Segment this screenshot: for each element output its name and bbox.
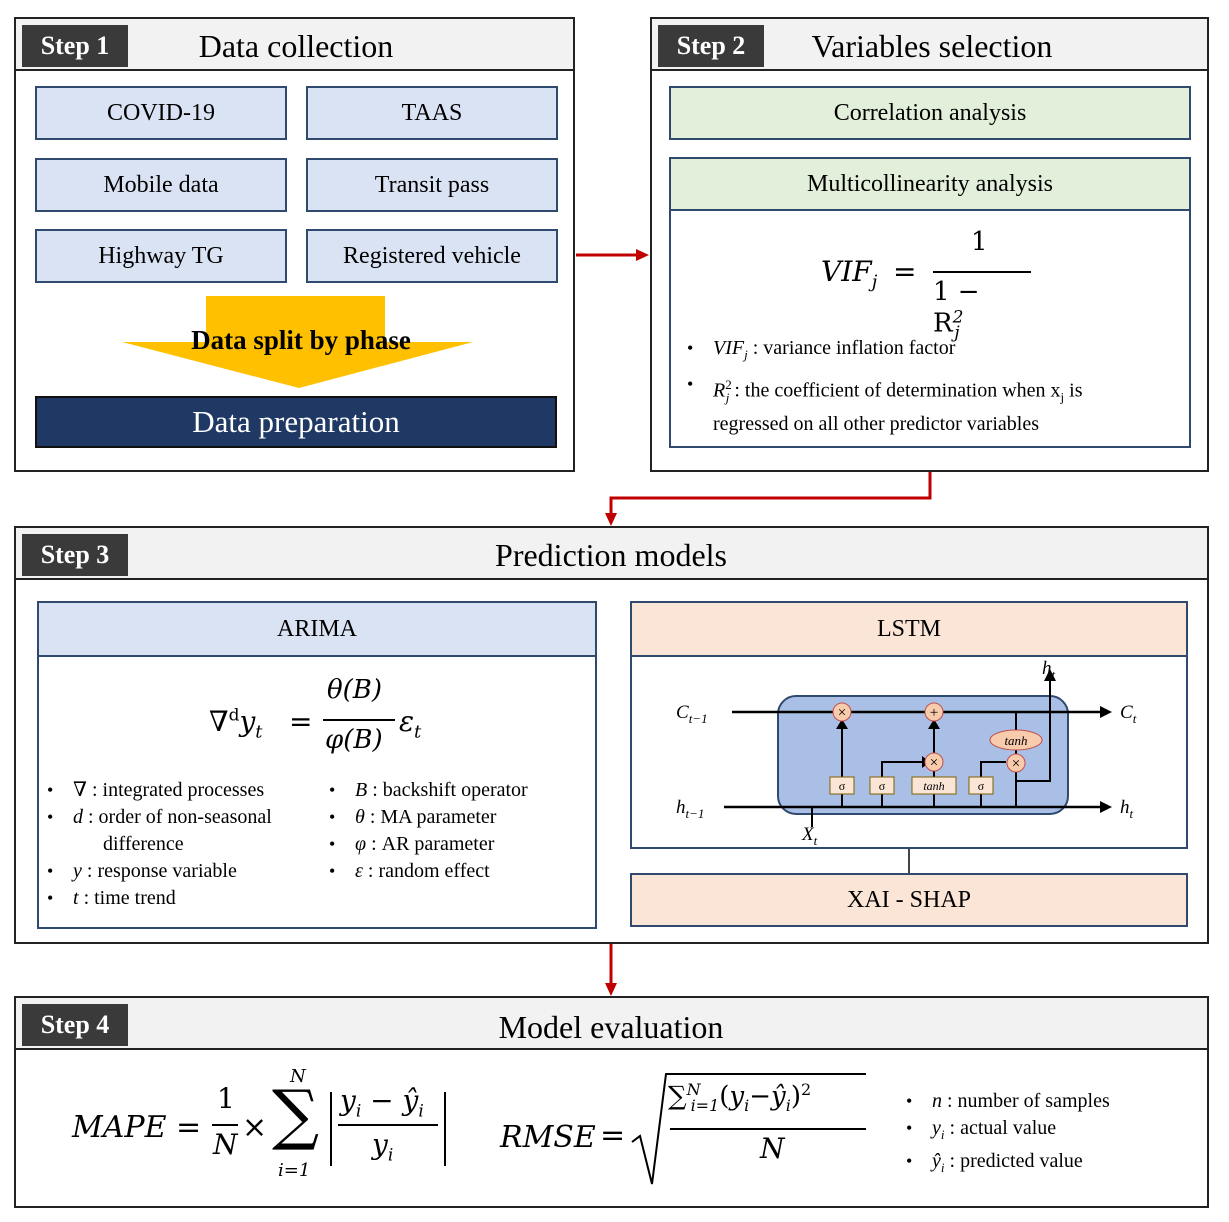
multicollinearity-box: Multicollinearity analysis VIFj = 1 1 − … xyxy=(669,157,1191,448)
c-prev-label: Ct−1 xyxy=(676,702,708,726)
xai-shap-box: XAI - SHAP xyxy=(630,873,1188,927)
step3-badge: Step 3 xyxy=(22,534,128,576)
lstm-to-xai-connector xyxy=(908,849,910,873)
op-symbol: × xyxy=(838,705,846,721)
h-next-label: ht xyxy=(1120,797,1134,821)
source-covid19: COVID-19 xyxy=(35,86,287,140)
candidate-gate xyxy=(911,776,957,795)
eval-bullet: n : number of samples xyxy=(906,1088,1196,1115)
rmse-formula: RMSE = ∑Ni=1(yi−ŷi)2 N xyxy=(500,1066,880,1196)
forget-multiply-op xyxy=(832,702,852,722)
arima-bullet-line2: difference xyxy=(103,833,184,855)
op-symbol: × xyxy=(1012,756,1020,772)
gate-label: tanh xyxy=(923,779,944,793)
multicollinearity-label: Multicollinearity analysis xyxy=(671,159,1189,211)
gate-label: σ xyxy=(839,779,846,793)
evaluation-bullets: n : number of samples yi : actual value … xyxy=(906,1088,1196,1181)
arima-bullet: y : response variable xyxy=(47,858,327,885)
arrow-step3-step4-head xyxy=(605,983,617,996)
step4-header xyxy=(16,998,1207,1050)
gate-label: σ xyxy=(978,779,985,793)
step1-badge: Step 1 xyxy=(22,25,128,67)
tanh-op xyxy=(989,729,1043,751)
vif-bullets: VIFj : variance inflation factor R2j : t… xyxy=(687,335,1177,438)
x-input-label: Xt xyxy=(801,824,818,847)
eval-bullet: ŷi : predicted value xyxy=(906,1148,1196,1181)
input-multiply-op xyxy=(924,752,944,772)
source-highway-tg: Highway TG xyxy=(35,229,287,283)
arima-bullet: φ : AR parameter xyxy=(329,831,589,858)
step2-panel: Step 2 Variables selection Correlation a… xyxy=(650,17,1209,472)
correlation-analysis-box: Correlation analysis xyxy=(669,86,1191,140)
step3-title: Prediction models xyxy=(495,536,727,573)
op-symbol: × xyxy=(930,755,938,771)
output-gate xyxy=(968,776,994,795)
forget-gate xyxy=(829,776,855,795)
arima-bullet: B : backshift operator xyxy=(329,777,589,804)
arrow-step1-step2-head xyxy=(636,249,649,261)
step4-panel: Step 4 Model evaluation MAPE = 1 N × N ∑… xyxy=(14,996,1209,1208)
vif-bullet: VIFj : variance inflation factor xyxy=(687,335,1177,368)
arima-bullets-left: ∇ : integrated processes d : order of no… xyxy=(47,777,327,912)
step1-title: Data collection xyxy=(198,27,394,64)
op-symbol: + xyxy=(930,705,938,721)
split-label: Data split by phase xyxy=(191,325,411,355)
cell-add-op xyxy=(924,702,944,722)
arima-bullet: ∇ : integrated processes xyxy=(47,777,327,804)
tanh-op-label: tanh xyxy=(1004,733,1027,748)
step3-header xyxy=(16,528,1207,580)
hidden-state-arrow-icon xyxy=(1100,801,1112,813)
gate-label: σ xyxy=(879,779,886,793)
vif-formula: VIFj = 1 1 − R2j xyxy=(821,227,1051,343)
input-gate xyxy=(869,776,895,795)
eval-bullet: yi : actual value xyxy=(906,1115,1196,1148)
arima-bullets-right: B : backshift operator θ : MA parameter … xyxy=(329,777,589,885)
c-next-label: Ct xyxy=(1120,702,1137,726)
sqrt-sign-icon xyxy=(631,1073,866,1185)
arima-formula: ∇dyt = θ(B) φ(B) εt xyxy=(209,675,422,755)
arima-box: ARIMA ∇dyt = θ(B) φ(B) εt ∇ : integrated… xyxy=(37,601,597,929)
h-top-label: ht xyxy=(1042,658,1056,682)
mape-formula: MAPE = 1 N × N ∑ i=1 yi − ŷi yi xyxy=(72,1066,462,1196)
output-up-arrow-icon xyxy=(1044,669,1056,681)
output-multiply-op xyxy=(1006,753,1026,773)
r2-bullet: R2j : the coefficient of determination w… xyxy=(687,371,1177,411)
data-preparation-box: Data preparation xyxy=(35,396,557,448)
arima-bullet: θ : MA parameter xyxy=(329,804,589,831)
source-transit-pass: Transit pass xyxy=(306,158,558,212)
arima-bullet: ε : random effect xyxy=(329,858,589,885)
arima-bullet: t : time trend xyxy=(47,885,327,912)
cell-state-arrow-icon xyxy=(1100,706,1112,718)
step2-title: Variables selection xyxy=(811,27,1053,64)
lstm-cell-diagram: × + × × tanh σ σ tanh σ Ct−1 Ct ht−1 ht … xyxy=(676,658,1137,847)
r2-bullet-line2: regressed on all other predictor variabl… xyxy=(713,412,1039,435)
arrow-step2-step3 xyxy=(609,472,932,515)
arima-bullet: d : order of non-seasonal xyxy=(47,804,327,831)
lstm-cell xyxy=(777,695,1069,815)
source-registered-vehicle: Registered vehicle xyxy=(306,229,558,283)
lstm-label: LSTM xyxy=(632,603,1186,657)
split-arrow-icon xyxy=(122,296,473,388)
lstm-box: LSTM xyxy=(630,601,1188,849)
step3-panel: Step 3 Prediction models ARIMA ∇dyt = θ(… xyxy=(14,526,1209,944)
source-taas: TAAS xyxy=(306,86,558,140)
h-prev-label: ht−1 xyxy=(676,797,704,821)
source-mobile-data: Mobile data xyxy=(35,158,287,212)
step4-badge: Step 4 xyxy=(22,1004,128,1046)
arrow-step2-step3-head xyxy=(605,513,617,526)
step1-panel: Step 1 Data collection COVID-19 TAAS Mob… xyxy=(14,17,575,472)
step2-badge: Step 2 xyxy=(658,25,764,67)
arima-label: ARIMA xyxy=(39,603,595,657)
step4-title: Model evaluation xyxy=(498,1008,724,1045)
